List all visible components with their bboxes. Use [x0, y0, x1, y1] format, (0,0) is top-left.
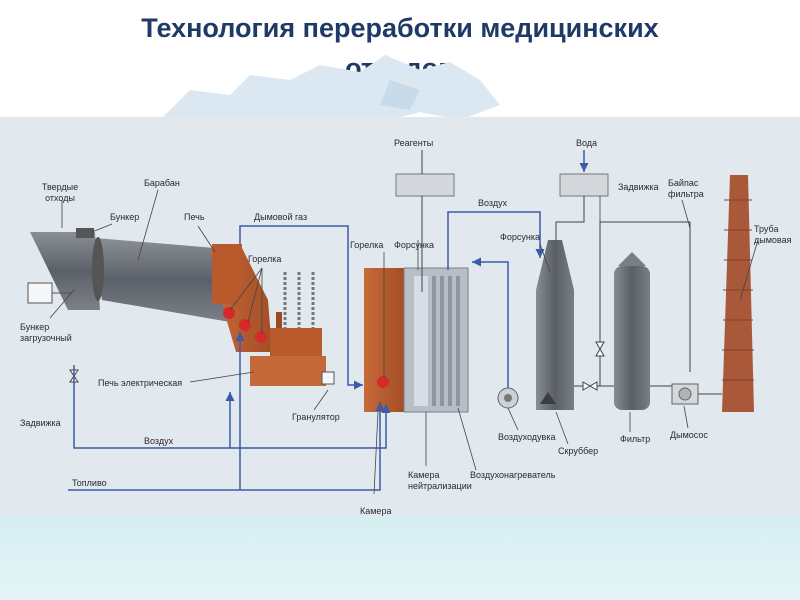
label-granulator: Гранулятор — [292, 412, 340, 422]
title-line-1: Технология переработки медицинских — [141, 13, 659, 43]
label-loading-bunker-2: загрузочный — [20, 333, 72, 343]
label-air-top: Воздух — [478, 198, 508, 208]
reagent-tank — [395, 150, 455, 292]
leader-lines — [49, 189, 759, 495]
rotary-drum — [92, 237, 230, 322]
air-line-bottom — [73, 365, 391, 449]
background-map-decoration — [160, 55, 500, 126]
label-chimney-1: Труба — [754, 224, 778, 234]
label-burner-2: Горелка — [350, 240, 383, 250]
label-bypass-2: фильтра — [668, 189, 704, 199]
fuel-line — [68, 332, 385, 491]
burner-dots — [223, 307, 267, 343]
label-burner-1: Горелка — [248, 254, 281, 264]
label-solid-waste-1: Твердые — [42, 182, 78, 192]
label-drum: Барабан — [144, 178, 180, 188]
label-scrubber: Скруббер — [558, 446, 598, 456]
label-electric-furnace: Печь электрическая — [98, 378, 182, 388]
electrodes — [283, 272, 315, 328]
chimney — [722, 175, 754, 412]
scrubber — [536, 240, 574, 410]
label-water: Вода — [576, 138, 597, 148]
label-solid-waste-2: отходы — [45, 193, 75, 203]
label-nozzle-2: Форсунка — [500, 232, 540, 242]
label-chimney-2: дымовая — [754, 235, 792, 245]
label-air-heater: Воздухонагреватель — [470, 470, 556, 480]
label-neutralization-1: Камера — [408, 470, 439, 480]
neutralization-chamber — [364, 267, 469, 413]
air-line-top — [447, 211, 545, 270]
filter — [614, 252, 650, 410]
loading-bunker-box — [27, 282, 72, 304]
label-bunker: Бункер — [110, 212, 139, 222]
exhauster — [671, 383, 722, 405]
label-valve-left: Задвижка — [20, 418, 61, 428]
granulator — [321, 371, 335, 385]
bunker-small — [76, 228, 94, 238]
label-nozzle-1: Форсунка — [394, 240, 434, 250]
furnace — [210, 244, 272, 352]
sea-decoration — [0, 517, 800, 600]
label-filter: Фильтр — [620, 434, 650, 444]
label-chamber: Камера — [360, 506, 391, 516]
label-valve-top: Задвижка — [618, 182, 659, 192]
valves — [69, 341, 605, 391]
loading-hopper — [30, 232, 100, 310]
label-bypass-1: Байпас — [668, 178, 699, 188]
blower — [497, 387, 519, 409]
label-neutralization-2: нейтрализации — [408, 481, 472, 491]
label-reagents: Реагенты — [394, 138, 433, 148]
label-air-bottom: Воздух — [144, 436, 174, 446]
electric-furnace — [250, 312, 326, 386]
label-furnace: Печь — [184, 212, 205, 222]
label-exhauster: Дымосос — [670, 430, 708, 440]
label-flue-gas: Дымовой газ — [254, 212, 307, 222]
flue-gas-line — [239, 225, 363, 390]
label-loading-bunker-1: Бункер — [20, 322, 49, 332]
label-fuel: Топливо — [72, 478, 107, 488]
air-return-line — [472, 257, 509, 395]
label-blower: Воздуходувка — [498, 432, 555, 442]
